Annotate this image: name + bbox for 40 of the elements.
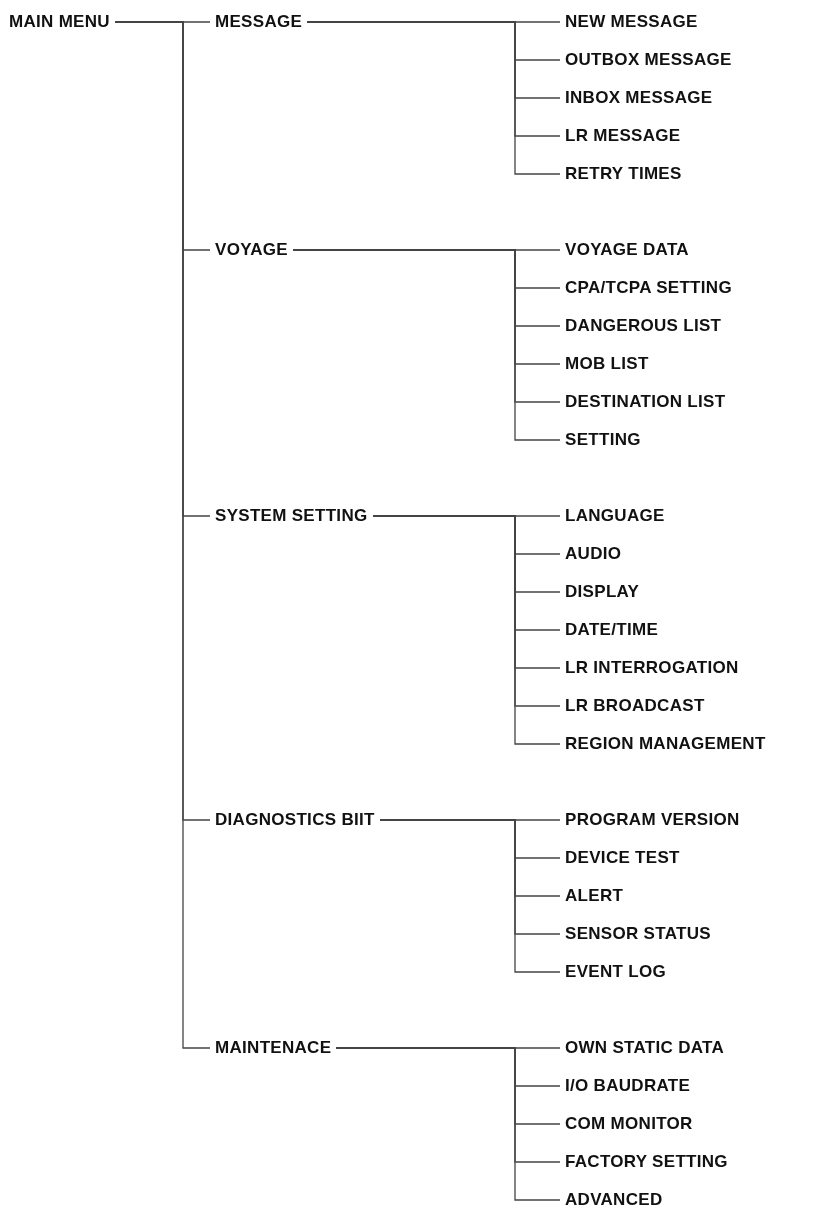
menu-item: DANGEROUS LIST xyxy=(560,316,727,336)
menu-item: DIAGNOSTICS BIIT xyxy=(210,810,380,830)
menu-item: RETRY TIMES xyxy=(560,164,687,184)
connector-line xyxy=(335,1047,561,1201)
menu-item: MESSAGE xyxy=(210,12,308,32)
menu-item: INBOX MESSAGE xyxy=(560,88,718,108)
menu-item: I/O BAUDRATE xyxy=(560,1076,696,1096)
menu-item: OUTBOX MESSAGE xyxy=(560,50,737,70)
menu-item: LANGUAGE xyxy=(560,506,670,526)
menu-item: SENSOR STATUS xyxy=(560,924,716,944)
menu-item: VOYAGE xyxy=(210,240,293,260)
menu-item: LR BROADCAST xyxy=(560,696,710,716)
menu-item: DISPLAY xyxy=(560,582,645,602)
menu-item: REGION MANAGEMENT xyxy=(560,734,771,754)
menu-item: DESTINATION LIST xyxy=(560,392,731,412)
menu-item: DEVICE TEST xyxy=(560,848,685,868)
menu-item: SETTING xyxy=(560,430,646,450)
connector-line xyxy=(372,515,561,745)
menu-item: FACTORY SETTING xyxy=(560,1152,733,1172)
menu-item: VOYAGE DATA xyxy=(560,240,694,260)
menu-item: LR MESSAGE xyxy=(560,126,686,146)
menu-item: MOB LIST xyxy=(560,354,654,374)
menu-item: DATE/TIME xyxy=(560,620,664,640)
menu-item: MAIN MENU xyxy=(4,12,115,32)
menu-item: NEW MESSAGE xyxy=(560,12,703,32)
connector-line xyxy=(379,819,561,973)
connector-line xyxy=(292,249,561,441)
menu-item: OWN STATIC DATA xyxy=(560,1038,730,1058)
menu-item: MAINTENACE xyxy=(210,1038,337,1058)
menu-item: EVENT LOG xyxy=(560,962,671,982)
menu-item: CPA/TCPA SETTING xyxy=(560,278,737,298)
menu-item: AUDIO xyxy=(560,544,627,564)
menu-item: LR INTERROGATION xyxy=(560,658,744,678)
connector-line xyxy=(114,21,211,1049)
connector-line xyxy=(306,21,561,175)
menu-item: ADVANCED xyxy=(560,1190,668,1210)
menu-item: ALERT xyxy=(560,886,629,906)
menu-item: SYSTEM SETTING xyxy=(210,506,373,526)
menu-item: COM MONITOR xyxy=(560,1114,698,1134)
menu-item: PROGRAM VERSION xyxy=(560,810,745,830)
